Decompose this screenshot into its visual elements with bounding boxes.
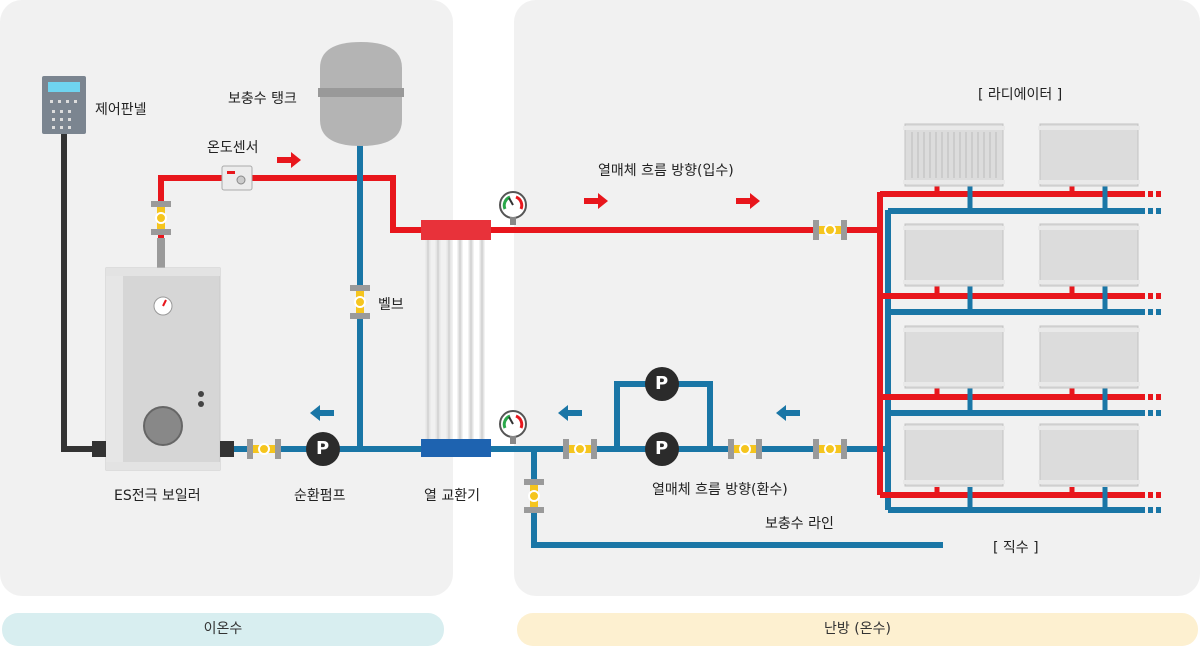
direct-water-label: [ 직수 ] [993,540,1039,556]
heat-exchanger-icon [421,220,491,457]
valve-label: 벨브 [378,297,404,313]
radiator-icon [902,123,1141,487]
radiator-label: [ 라디에이터 ] [978,87,1063,103]
control-cable [61,134,100,452]
zone-left-pill: 이온수 [2,613,444,646]
pump-symbol-bypass: P [655,373,669,394]
temp-sensor-icon [221,165,253,191]
supply-pipe-left [158,175,425,268]
control-panel-label: 제어판넬 [95,102,147,118]
radiator-pipe-rows [880,186,1161,513]
boiler-icon [92,267,234,471]
zone-right-pill: 난방 (온수) [517,613,1198,646]
expansion-tank-icon [318,42,404,146]
flow-return-label: 열매체 흐름 방향(환수) [652,482,788,498]
pump-symbol-main: P [316,438,330,459]
boiler-label: ES전극 보일러 [114,488,201,504]
temp-sensor-label: 온도센서 [207,140,259,156]
expansion-tank-label: 보충수 탱크 [228,91,297,107]
valve-icon [150,200,848,514]
flow-arrow-icon [277,152,800,421]
control-panel-icon [42,76,86,134]
circ-pump-label: 순환펌프 [294,488,346,504]
makeup-line-label: 보충수 라인 [765,516,834,532]
pump-symbol-return: P [655,438,669,459]
flow-supply-label: 열매체 흐름 방향(입수) [598,163,734,179]
heat-exchanger-label: 열 교환기 [424,488,480,504]
